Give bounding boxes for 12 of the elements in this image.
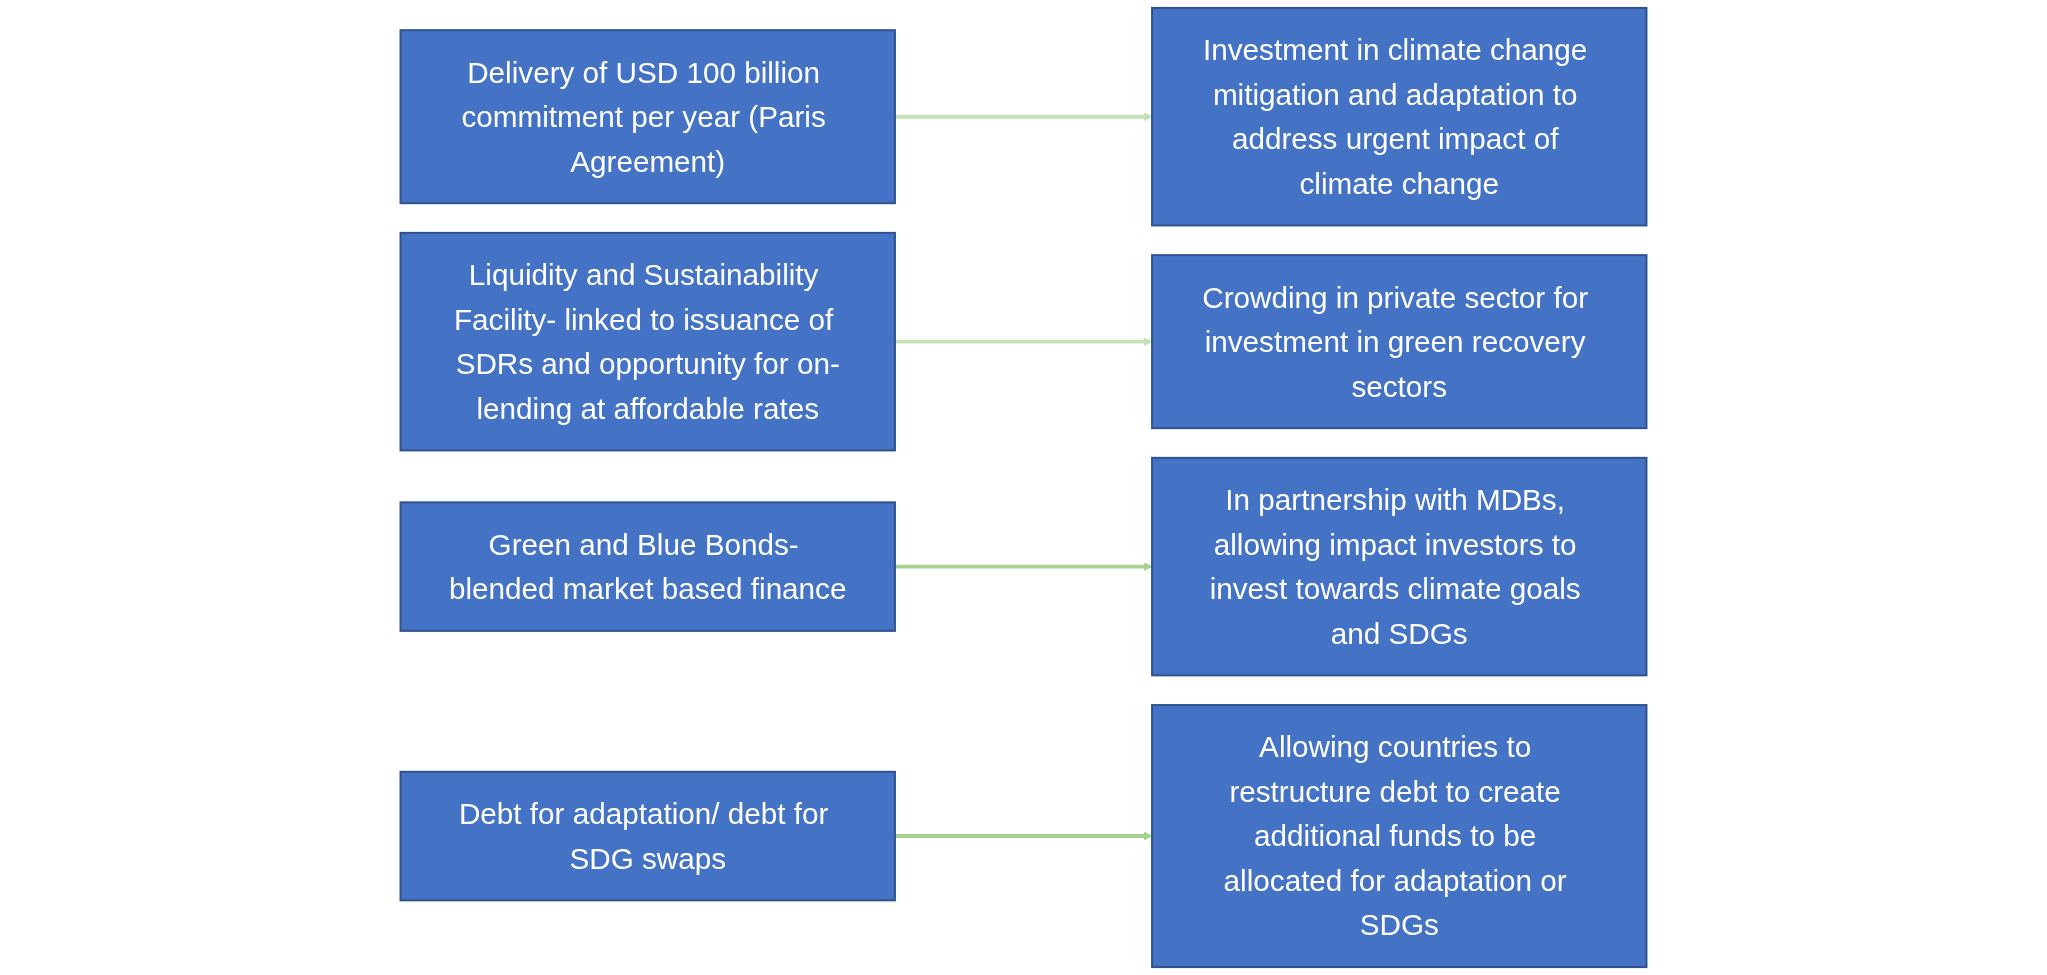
arrow [894,112,1153,122]
node-box: Debt for adaptation/ debt for SDG swaps [399,770,896,902]
node-box: Allowing countries to restructure debt to create additional funds to be allocated for adaptation or SDGs [1151,704,1648,969]
node-box: Delivery of USD 100 billion commitment per year (Paris Agreement) [399,29,896,205]
node-box: Crowding in private sector for investment in green recovery sectors [1151,254,1648,430]
arrow [894,831,1153,841]
arrow [894,562,1153,571]
node-box: Investment in climate change mitigation and adaptation to address urgent impact of climate change [1151,6,1648,227]
node-box: Liquidity and Sustainability Facility- linked to issuance of SDRs and opportunity for on-lending at affordable rates [399,231,896,452]
arrow [894,337,1153,346]
node-box: Green and Blue Bonds- blended market based finance [399,501,896,632]
node-box: In partnership with MDBs, allowing impact investors to invest towards climate goals and SDGs [1151,456,1648,677]
